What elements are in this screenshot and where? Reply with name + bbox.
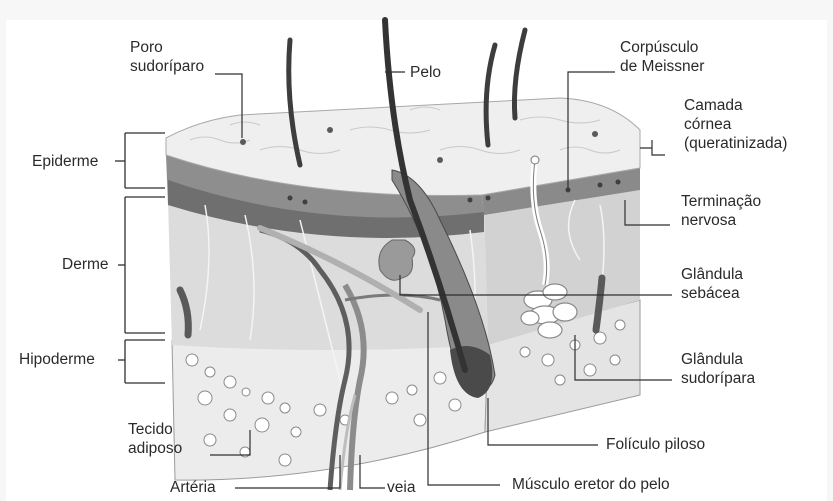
label-epiderme: Epiderme xyxy=(32,152,98,171)
layer-brackets xyxy=(115,133,165,383)
label-pelo: Pelo xyxy=(410,63,441,82)
label-glandula-sudoripara: Glândula sudorípara xyxy=(681,350,755,388)
label-foliculo-piloso: Folículo piloso xyxy=(606,435,705,454)
label-glandula-sebacea: Glândula sebácea xyxy=(681,265,743,303)
label-hipoderme: Hipoderme xyxy=(19,350,95,369)
label-musculo-eretor: Músculo eretor do pelo xyxy=(512,475,670,494)
label-terminacao-nervosa: Terminação nervosa xyxy=(681,192,761,230)
label-derme: Derme xyxy=(62,255,109,274)
label-corpusculo-meissner: Corpúsculo de Meissner xyxy=(620,38,704,76)
label-camada-cornea: Camada córnea (queratinizada) xyxy=(684,96,787,153)
sebaceous-gland xyxy=(379,240,415,280)
label-poro-sudoriparo: Poro sudoríparo xyxy=(130,38,204,76)
label-tecido-adiposo: Tecido adiposo xyxy=(128,420,182,458)
label-veia: veia xyxy=(387,478,415,497)
label-arteria: Artéria xyxy=(170,478,216,497)
hypodermis-front xyxy=(172,340,488,480)
